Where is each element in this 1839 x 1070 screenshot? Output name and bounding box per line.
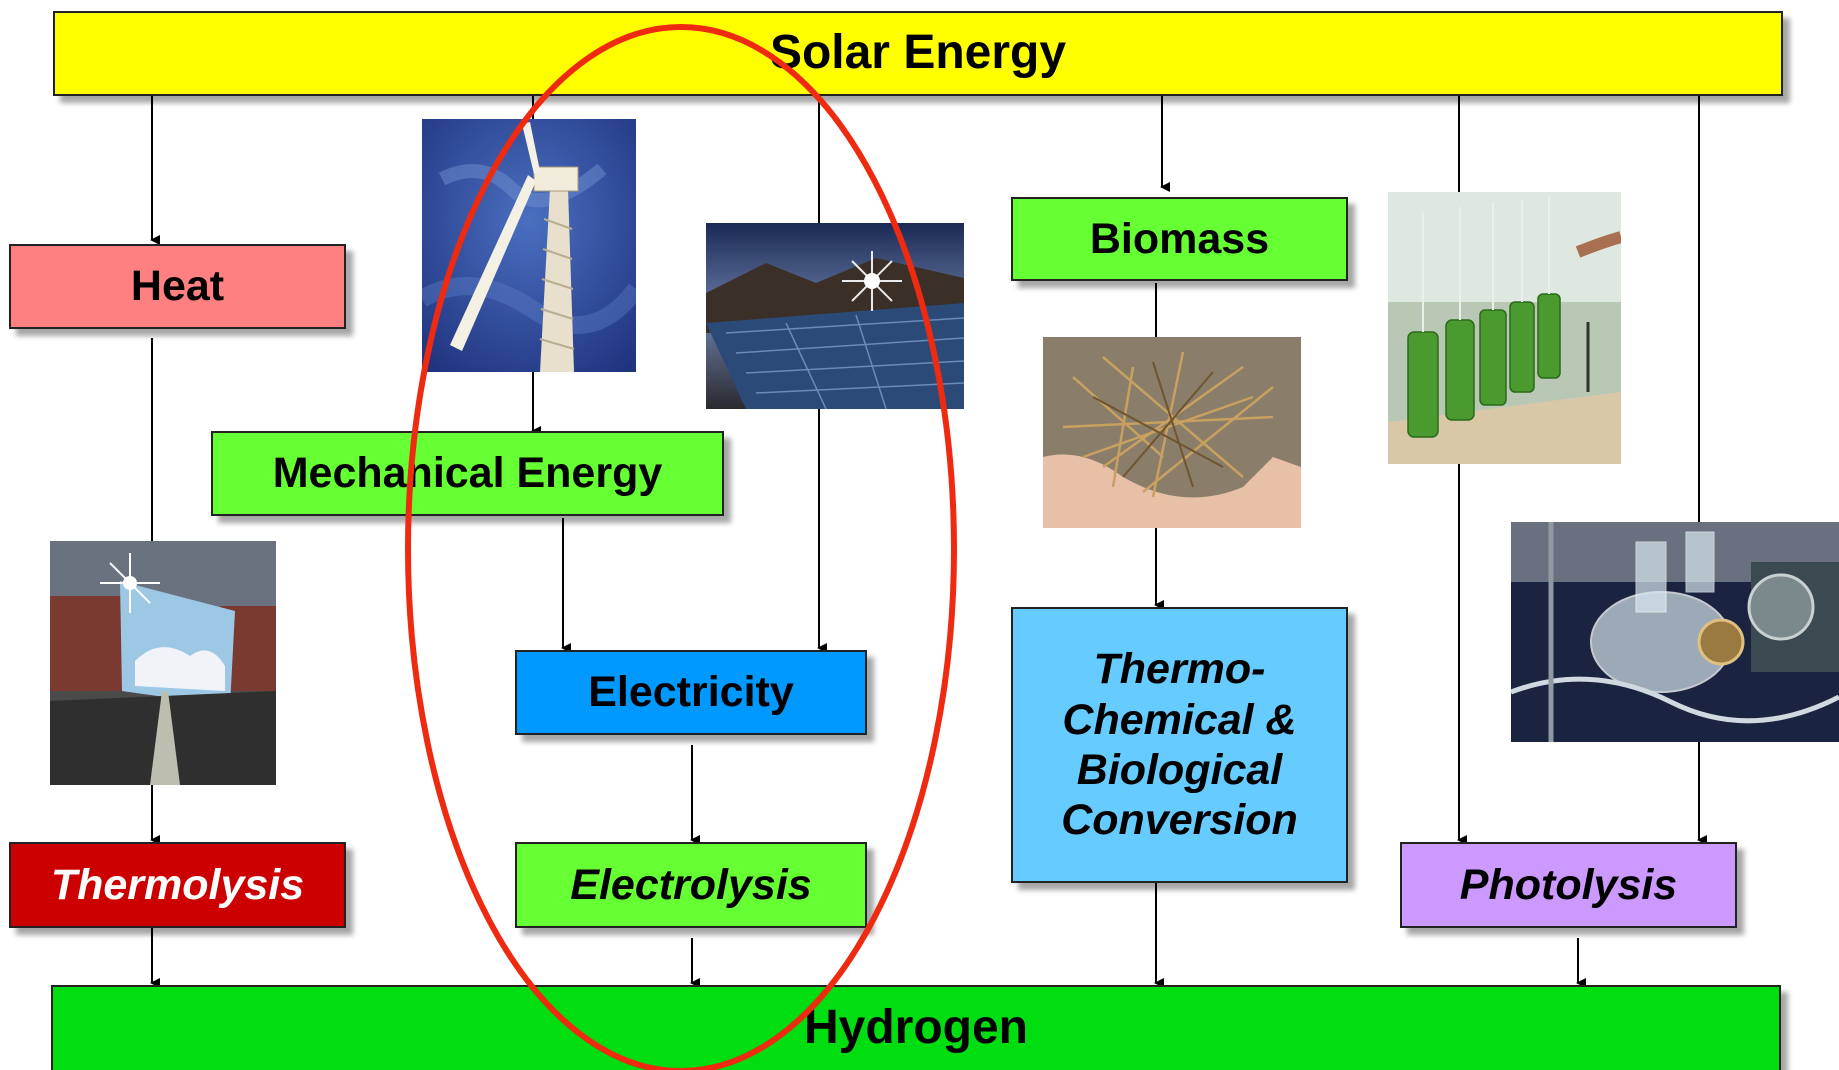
photolysis-box: Photolysis — [1400, 842, 1737, 928]
biomass-box: Biomass — [1011, 197, 1348, 281]
solar-dish-photo — [50, 541, 276, 785]
mechanical-energy-box: Mechanical Energy — [211, 431, 724, 516]
thermo-chemical-biological-conversion-box: Thermo-Chemical & Biological Conversion — [1011, 607, 1348, 883]
biomass-straw-photo — [1043, 337, 1301, 528]
algae-bioreactor-photo — [1388, 192, 1621, 464]
electricity-box: Electricity — [515, 650, 867, 735]
thermolysis-box: Thermolysis — [9, 842, 346, 928]
photoelectrode-cell-photo — [1511, 522, 1839, 742]
heat-box: Heat — [9, 244, 346, 329]
solar-energy-box: Solar Energy — [53, 11, 1783, 96]
hydrogen-box: Hydrogen — [51, 985, 1781, 1070]
wind-turbine-photo — [422, 119, 636, 372]
solar-panel-photo — [706, 223, 964, 409]
electrolysis-box: Electrolysis — [515, 842, 867, 928]
